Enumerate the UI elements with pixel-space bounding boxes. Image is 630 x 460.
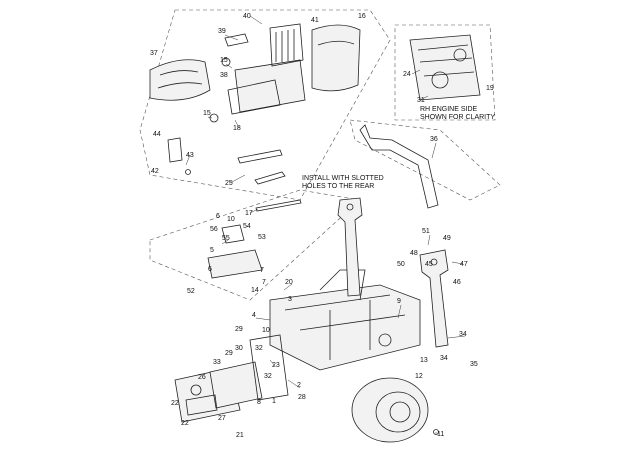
callout-16: 16 — [358, 13, 366, 20]
callout-35: 35 — [470, 361, 478, 368]
callout-52: 52 — [187, 288, 195, 295]
callout-22-lower: 22 — [181, 420, 189, 427]
callout-15: 15 — [220, 57, 228, 64]
callout-19: 19 — [486, 85, 494, 92]
callout-38: 38 — [220, 72, 228, 79]
callout-12: 12 — [415, 373, 423, 380]
engine-group-outline — [394, 24, 496, 121]
callout-17: 17 — [245, 210, 253, 217]
callout-32: 32 — [255, 345, 263, 352]
rops-bar-drawing — [359, 124, 439, 209]
callout-53: 53 — [258, 234, 266, 241]
callout-33: 33 — [213, 359, 221, 366]
callout-4: 4 — [252, 312, 256, 319]
callout-8: 8 — [257, 399, 261, 406]
rear-tire-drawing — [351, 377, 439, 443]
callout-9: 9 — [397, 298, 401, 305]
callout-6: 6 — [216, 213, 220, 220]
callout-54: 54 — [243, 223, 251, 230]
callout-7-lower: 7 — [262, 279, 266, 286]
install-note-line1: INSTALL WITH SLOTTED — [302, 175, 384, 182]
callout-29: 29 — [235, 326, 243, 333]
callout-27: 27 — [218, 415, 226, 422]
callout-10: 10 — [227, 216, 235, 223]
lower-panels-drawing — [174, 334, 289, 423]
frame-group-outline — [149, 189, 361, 301]
callout-45: 45 — [425, 261, 433, 268]
seat-frame-drawing — [209, 23, 306, 123]
callout-18: 18 — [233, 125, 241, 132]
callout-25: 25 — [225, 180, 233, 187]
callout-50: 50 — [397, 261, 405, 268]
callout-20: 20 — [285, 279, 293, 286]
engine-drawing — [409, 34, 481, 101]
callout-5: 5 — [210, 247, 214, 254]
callout-41: 41 — [311, 17, 319, 24]
callout-47: 47 — [460, 261, 468, 268]
install-note-line2: HOLES TO THE REAR — [302, 183, 374, 190]
callout-11: 11 — [437, 431, 444, 438]
callout-24: 24 — [403, 71, 411, 78]
callout-23: 23 — [272, 362, 280, 369]
callout-42: 42 — [151, 168, 159, 175]
linkage-rods-drawing — [237, 149, 302, 212]
back-cushion-drawing — [311, 24, 361, 92]
seat-cushion-drawing — [149, 59, 211, 101]
callout-1: 1 — [272, 398, 276, 405]
callout-30: 30 — [235, 345, 243, 352]
callout-40: 40 — [243, 13, 251, 20]
callout-15-lower: 15 — [203, 110, 211, 117]
callout-32-lower: 32 — [264, 373, 272, 380]
engine-note-line1: RH ENGINE SIDE — [420, 106, 478, 113]
callout-10-lower: 10 — [262, 327, 270, 334]
callout-48: 48 — [410, 250, 418, 257]
callout-29-lower: 29 — [225, 350, 233, 357]
callout-46: 46 — [453, 279, 461, 286]
callout-3: 3 — [288, 296, 292, 303]
rops-group-outline — [349, 119, 501, 201]
callout-34: 34 — [459, 331, 467, 338]
callout-7: 7 — [260, 267, 264, 274]
callout-55: 55 — [222, 235, 230, 242]
leader-lines — [185, 15, 466, 435]
callout-34-lower: 34 — [440, 355, 448, 362]
callout-37: 37 — [150, 50, 158, 57]
right-upright-drawing — [419, 249, 449, 348]
callout-13: 13 — [420, 357, 428, 364]
callout-31: 31 — [417, 97, 425, 104]
engine-note-line2: SHOWN FOR CLARITY — [420, 114, 495, 121]
bracket-drawing — [167, 137, 191, 175]
callout-26: 26 — [198, 374, 206, 381]
callout-2: 2 — [297, 382, 301, 389]
callout-6-lower: 6 — [208, 266, 212, 273]
upright-tube-drawing — [337, 197, 363, 297]
callout-44: 44 — [153, 131, 161, 138]
callout-21: 21 — [236, 432, 244, 439]
callout-28: 28 — [298, 394, 306, 401]
callout-56: 56 — [210, 226, 218, 233]
callout-51: 51 — [422, 228, 430, 235]
callout-22: 22 — [171, 400, 179, 407]
mounting-plate-drawing — [207, 224, 263, 279]
callout-49: 49 — [443, 235, 451, 242]
callout-39: 39 — [218, 28, 226, 35]
callout-36: 36 — [430, 136, 438, 143]
callout-14: 14 — [251, 287, 259, 294]
